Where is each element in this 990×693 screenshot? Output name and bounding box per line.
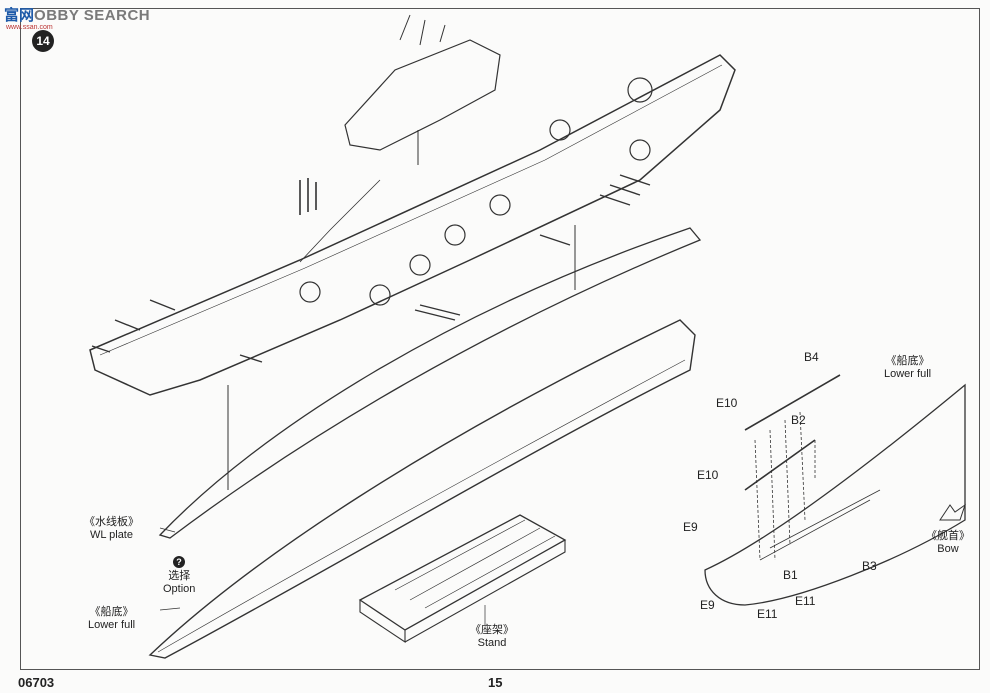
page-number: 15	[488, 675, 503, 690]
wl-plate-label: 《水线板》 WL plate	[84, 516, 139, 541]
part-b1: B1	[783, 568, 798, 582]
part-e11-right: E11	[795, 594, 816, 608]
option-icon: ?	[173, 556, 185, 568]
option-label: 选择 Option	[163, 570, 196, 595]
stand-label: 《座架》 Stand	[470, 624, 514, 649]
part-e10-mid: E10	[697, 468, 719, 482]
bow-hull	[704, 383, 966, 606]
lower-hull	[148, 319, 696, 659]
part-e10-top: E10	[716, 396, 738, 410]
lower-full-left-label: 《船底》 Lower full	[88, 606, 136, 631]
part-b4: B4	[804, 350, 819, 364]
step-number: 14	[32, 30, 54, 52]
part-b3: B3	[862, 559, 877, 573]
watermark-url: www.ssan.com	[6, 24, 53, 31]
carrier-deck	[89, 54, 736, 396]
wl-plate	[158, 227, 702, 539]
part-e11-left: E11	[757, 607, 778, 621]
part-e9-bottom: E9	[700, 598, 715, 612]
lower-full-right-label: 《船底》 Lower full	[884, 355, 932, 380]
product-code: 06703	[18, 675, 55, 690]
part-e9-top: E9	[683, 520, 698, 534]
bow-label: 《舰首》 Bow	[926, 530, 970, 555]
island	[344, 39, 501, 151]
watermark-logo: 富网OBBY SEARCH	[4, 7, 151, 24]
page-frame	[20, 8, 980, 670]
part-b2: B2	[791, 413, 806, 427]
